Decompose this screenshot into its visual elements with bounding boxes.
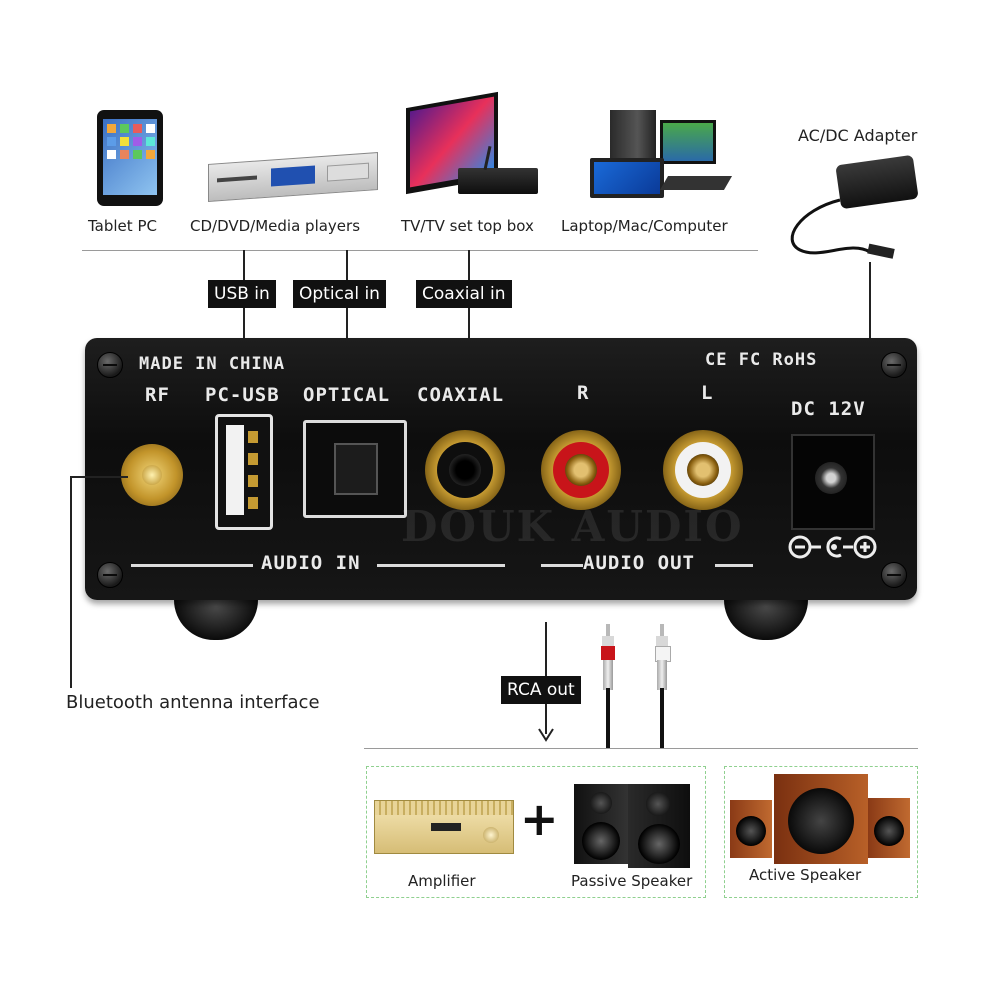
l-label: L	[701, 382, 714, 404]
pc-usb-label: PC-USB	[205, 384, 280, 406]
tag-optical-in: Optical in	[293, 280, 386, 308]
audio-in-bar-right	[377, 564, 505, 567]
bluetooth-line-h	[70, 476, 128, 478]
label-tv: TV/TV set top box	[401, 217, 534, 235]
passive-speaker-left	[574, 784, 628, 864]
screw-top-right	[881, 352, 907, 378]
rca-plug-white	[655, 624, 671, 690]
media-player-illustration	[208, 152, 378, 202]
keyboard-illustration	[659, 176, 733, 190]
label-media-players: CD/DVD/Media players	[190, 217, 361, 235]
cert-label: CE FC RoHS	[705, 350, 818, 370]
label-adapter: AC/DC Adapter	[798, 126, 918, 145]
tag-rca-out: RCA out	[501, 676, 581, 704]
optical-port	[303, 420, 407, 518]
audio-in-bar-left	[131, 564, 253, 567]
adapter-cable	[790, 198, 895, 259]
rf-connector	[121, 444, 183, 506]
optical-line	[346, 250, 348, 370]
screw-top-left	[97, 352, 123, 378]
rca-cable-red	[606, 688, 610, 748]
rf-label: RF	[145, 384, 170, 406]
audio-out-bar-left	[541, 564, 583, 567]
screw-bottom-left	[97, 562, 123, 588]
label-passive-speaker: Passive Speaker	[571, 872, 693, 890]
amplifier-illustration	[374, 800, 514, 854]
coaxial-jack	[425, 430, 505, 510]
audio-in-label: AUDIO IN	[261, 552, 361, 574]
plus-sign: +	[520, 792, 559, 846]
active-speaker-right	[868, 798, 910, 858]
audio-out-bar-right	[715, 564, 753, 567]
active-subwoofer	[774, 774, 868, 864]
brand-watermark: DOUK AUDIO	[401, 502, 744, 551]
audio-out-label: AUDIO OUT	[583, 552, 695, 574]
rca-cable-white	[660, 688, 664, 748]
optical-label: OPTICAL	[303, 384, 391, 406]
r-label: R	[577, 382, 590, 404]
dc-label: DC 12V	[791, 398, 866, 420]
coaxial-label: COAXIAL	[417, 384, 505, 406]
usb-port	[215, 414, 273, 530]
foot-right	[724, 598, 808, 640]
foot-left	[174, 598, 258, 640]
usb-line	[243, 250, 245, 370]
label-computer: Laptop/Mac/Computer	[561, 217, 728, 235]
rca-right-jack	[541, 430, 621, 510]
passive-speaker-right	[628, 784, 690, 868]
tag-coaxial-in: Coaxial in	[416, 280, 512, 308]
made-in-label: MADE IN CHINA	[139, 354, 286, 374]
monitor-illustration	[660, 120, 716, 164]
rca-left-jack	[663, 430, 743, 510]
tag-usb-in: USB in	[208, 280, 276, 308]
tablet-illustration	[97, 110, 163, 206]
rca-plug-red	[601, 624, 615, 690]
dc-polarity-icon	[788, 535, 877, 559]
active-speaker-left	[730, 800, 772, 858]
bluetooth-label: Bluetooth antenna interface	[66, 692, 320, 713]
source-divider	[82, 250, 758, 251]
output-divider	[364, 748, 918, 749]
screw-bottom-right	[881, 562, 907, 588]
bluetooth-line-v	[70, 476, 72, 688]
dc-jack	[791, 434, 875, 530]
dac-rear-panel: MADE IN CHINA CE FC RoHS RF PC-USB OPTIC…	[85, 338, 917, 600]
coaxial-line	[468, 250, 470, 370]
label-tablet: Tablet PC	[88, 217, 157, 235]
rca-out-arrow-icon	[538, 728, 554, 742]
set-top-box-illustration	[458, 168, 538, 194]
label-active-speaker: Active Speaker	[749, 866, 862, 884]
laptop-illustration	[590, 158, 664, 198]
label-amplifier: Amplifier	[408, 872, 476, 890]
